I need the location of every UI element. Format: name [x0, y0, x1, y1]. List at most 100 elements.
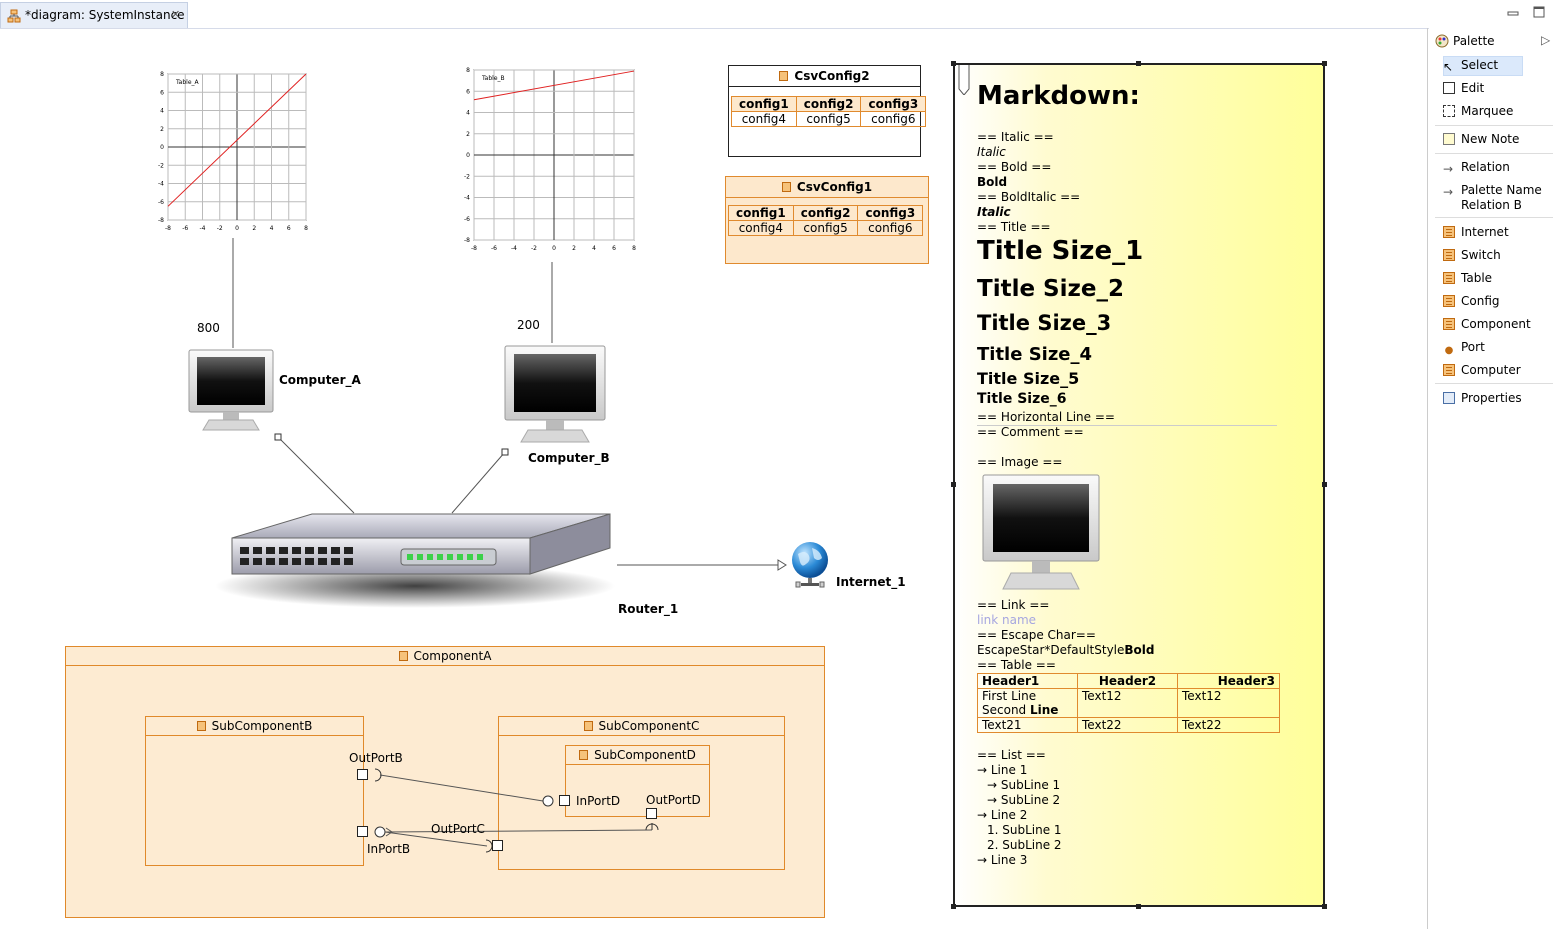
- selection-handle[interactable]: [1322, 61, 1327, 66]
- maximize-icon[interactable]: [1533, 6, 1545, 18]
- md-list-item: → Line 2: [977, 808, 1028, 822]
- close-tab-icon[interactable]: ✕: [171, 8, 181, 21]
- selection-handle[interactable]: [1136, 61, 1141, 66]
- port-outportb[interactable]: [357, 769, 368, 780]
- md-title-6: Title Size_6: [977, 391, 1067, 407]
- csv-config1-header: CsvConfig1: [726, 177, 928, 198]
- y-tick-label: 4: [466, 110, 470, 117]
- x-tick-label: 8: [304, 225, 308, 232]
- palette-item-table[interactable]: Table: [1443, 268, 1492, 288]
- md-escape-text: EscapeStar*DefaultStyle: [977, 643, 1125, 657]
- x-tick-label: -4: [200, 225, 206, 232]
- x-tick-label: -6: [182, 225, 188, 232]
- palette-separator: [1435, 217, 1553, 218]
- palette-title: Palette: [1453, 34, 1495, 48]
- subcomponent-d[interactable]: SubComponentD: [565, 745, 710, 817]
- port-outportd[interactable]: [646, 808, 657, 819]
- md-list-item: 2. SubLine 2: [987, 838, 1062, 852]
- y-tick-label: -6: [464, 216, 470, 223]
- plot-title: Table_A: [175, 79, 200, 86]
- md-table-second: Second: [982, 703, 1030, 717]
- palette-item-label: Marquee: [1461, 104, 1514, 118]
- palette-item-config[interactable]: Config: [1443, 291, 1500, 311]
- md-title-2: Title Size_2: [977, 276, 1124, 302]
- computer-a-icon[interactable]: [187, 348, 275, 432]
- palette-item-relation-b[interactable]: Relation B: [1461, 195, 1522, 215]
- md-image-computer-icon: [982, 474, 1100, 590]
- csv-config2[interactable]: CsvConfig2 config1 config2 config3 confi…: [728, 65, 927, 157]
- y-tick-label: -4: [464, 195, 470, 202]
- bandwidth-label-a: 800: [197, 321, 220, 335]
- selection-handle[interactable]: [1136, 904, 1141, 909]
- palette-item-component[interactable]: Component: [1443, 314, 1531, 334]
- palette-item-computer[interactable]: Computer: [1443, 360, 1521, 380]
- palette-item-label: Relation B: [1461, 198, 1522, 212]
- palette-item-internet[interactable]: Internet: [1443, 222, 1509, 242]
- table-cell: config3: [857, 205, 924, 221]
- anchor-computer-b: [501, 448, 509, 456]
- csv-config2-header: CsvConfig2: [729, 66, 920, 87]
- md-list-item: → Line 3: [977, 853, 1028, 867]
- palette-item-edit[interactable]: Edit: [1443, 78, 1484, 98]
- palette-item-properties[interactable]: Properties: [1443, 388, 1522, 408]
- connections-layer: [232, 238, 787, 571]
- minimize-icon[interactable]: [1507, 6, 1519, 18]
- port-inportd[interactable]: [559, 795, 570, 806]
- palette-item-marquee[interactable]: Marquee: [1443, 101, 1513, 121]
- palette-item-switch[interactable]: Switch: [1443, 245, 1501, 265]
- palette-header[interactable]: Palette ▷: [1433, 30, 1555, 52]
- link-computer-a-router: [277, 436, 355, 514]
- md-link-heading: == Link ==: [977, 598, 1050, 612]
- y-tick-label: 6: [466, 88, 470, 95]
- table-cell: Header1: [977, 673, 1078, 689]
- md-table-heading: == Table ==: [977, 658, 1056, 672]
- table-cell: config5: [792, 220, 859, 236]
- internet-globe-icon[interactable]: [790, 540, 830, 588]
- y-tick-label: 4: [160, 108, 164, 115]
- palette-item-palette-name[interactable]: →Palette Name: [1443, 180, 1542, 200]
- selection-handle[interactable]: [1322, 904, 1327, 909]
- md-link[interactable]: link name: [977, 613, 1037, 627]
- computer-a-label: Computer_A: [279, 373, 361, 387]
- palette-collapse-icon[interactable]: ▷: [1541, 33, 1551, 47]
- palette-item-port[interactable]: ●Port: [1443, 337, 1485, 357]
- router-icon[interactable]: [200, 508, 620, 610]
- table-cell: config1: [728, 205, 794, 221]
- palette-item-relation[interactable]: →Relation: [1443, 157, 1510, 177]
- palette-item-select[interactable]: ↖Select: [1443, 55, 1498, 75]
- router-label: Router_1: [618, 602, 679, 616]
- diagram-icon: [7, 9, 21, 23]
- palette-item-new-note[interactable]: New Note: [1443, 129, 1519, 149]
- md-italic-text: Italic: [977, 145, 1006, 159]
- subcomponent-b-header: SubComponentB: [146, 717, 363, 736]
- y-tick-label: -4: [158, 181, 164, 188]
- table-cell: config2: [792, 205, 859, 221]
- selection-handle[interactable]: [951, 61, 956, 66]
- md-bold-heading: == Bold ==: [977, 160, 1052, 174]
- md-escape-line: EscapeStar*DefaultStyleBold: [977, 643, 1154, 657]
- md-list-item: → SubLine 1: [987, 778, 1061, 792]
- markdown-note[interactable]: Markdown: == Italic == Italic == Bold ==…: [953, 63, 1325, 907]
- editor-tab[interactable]: *diagram: SystemInstance ✕: [0, 2, 188, 28]
- selection-handle[interactable]: [951, 482, 956, 487]
- selection-handle[interactable]: [951, 904, 956, 909]
- port-label-inportd: InPortD: [576, 794, 621, 808]
- port-outportc[interactable]: [492, 840, 503, 851]
- md-comment-heading: == Comment ==: [977, 425, 1084, 439]
- subcomponent-b[interactable]: SubComponentB: [145, 716, 364, 866]
- port-inportb[interactable]: [357, 826, 368, 837]
- table-cell: Text12: [1177, 688, 1280, 718]
- selection-handle[interactable]: [1322, 482, 1327, 487]
- diagram-canvas[interactable]: [0, 28, 1428, 929]
- computer-b-icon[interactable]: [503, 344, 607, 444]
- csv-config1[interactable]: CsvConfig1 config1 config2 config3 confi…: [725, 176, 929, 264]
- y-tick-label: 2: [466, 131, 470, 138]
- select-arrow-icon: ↖: [1443, 60, 1454, 74]
- x-tick-label: 6: [287, 225, 291, 232]
- palette-item-label: Switch: [1461, 248, 1501, 262]
- md-list-item: 1. SubLine 1: [987, 823, 1062, 837]
- anchor-computer-a: [274, 433, 282, 441]
- palette-item-label: Palette Name: [1461, 183, 1542, 197]
